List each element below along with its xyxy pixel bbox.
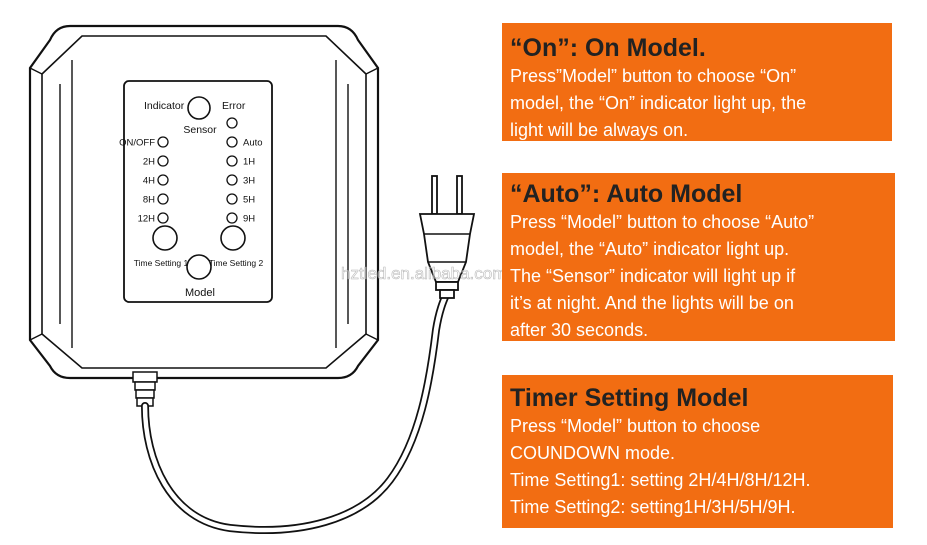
model-button[interactable] — [186, 254, 212, 280]
on-model-panel: “On”: On Model. Press”Model” button to c… — [502, 23, 892, 141]
error-label: Error — [222, 100, 246, 112]
left-indicator-led — [157, 136, 169, 148]
time-setting-1-label: Time Setting 1 — [134, 258, 189, 268]
left-indicator-label: 8H — [143, 195, 155, 206]
left-indicator-label: 4H — [143, 176, 155, 187]
right-indicator-label: Auto — [243, 138, 263, 149]
left-indicator-led — [157, 174, 169, 186]
timer-setting-title: Timer Setting Model — [510, 384, 749, 412]
timer-setting-text-line: COUNDOWN mode. — [510, 443, 676, 463]
left-indicator-label: 12H — [138, 214, 156, 225]
timer-setting-text-line: Time Setting1: setting 2H/4H/8H/12H. — [510, 470, 811, 490]
right-indicator-label: 5H — [243, 195, 255, 206]
time-setting-1-button[interactable] — [152, 225, 178, 251]
model-label: Model — [185, 287, 215, 299]
right-indicator-label: 1H — [243, 157, 255, 168]
on-model-title: “On”: On Model. — [510, 34, 706, 62]
right-indicator-label: 9H — [243, 214, 255, 225]
timer-setting-panel: Timer Setting Model Press “Model” button… — [502, 375, 893, 528]
right-indicator-label: 3H — [243, 176, 255, 187]
left-indicator-led — [157, 212, 169, 224]
right-indicator-led — [226, 212, 238, 224]
auto-model-panel: “Auto”: Auto Model Press “Model” button … — [502, 173, 895, 341]
left-indicator-led — [157, 193, 169, 205]
time-setting-2-button[interactable] — [220, 225, 246, 251]
timer-setting-text-line: Time Setting2: setting1H/3H/5H/9H. — [510, 497, 796, 517]
auto-model-text-line: after 30 seconds. — [510, 320, 649, 340]
indicator-label: Indicator — [144, 100, 185, 112]
on-model-text-line: Press”Model” button to choose “On” — [510, 66, 797, 86]
error-led — [226, 117, 238, 129]
right-indicator-led — [226, 193, 238, 205]
left-indicator-led — [157, 155, 169, 167]
time-setting-2-label: Time Setting 2 — [209, 258, 264, 268]
auto-model-text-line: model, the “Auto” indicator light up. — [510, 239, 790, 259]
sensor-icon — [187, 96, 211, 120]
right-indicator-led — [226, 136, 238, 148]
on-model-text-line: light will be always on. — [510, 120, 689, 140]
watermark: hztled.en.alibaba.com — [341, 264, 506, 283]
right-indicator-led — [226, 174, 238, 186]
left-indicator-label: ON/OFF — [119, 138, 155, 149]
sensor-label: Sensor — [183, 124, 217, 136]
auto-model-text-line: it’s at night. And the lights will be on — [510, 293, 794, 313]
cord-strain-relief — [132, 371, 158, 407]
power-plug — [418, 175, 476, 299]
left-indicator-label: 2H — [143, 157, 155, 168]
auto-model-title: “Auto”: Auto Model — [510, 180, 743, 208]
right-indicator-led — [226, 155, 238, 167]
auto-model-text-line: The “Sensor” indicator will light up if — [510, 266, 796, 286]
timer-setting-text-line: Press “Model” button to choose — [510, 416, 761, 436]
on-model-text-line: model, the “On” indicator light up, the — [510, 93, 807, 113]
auto-model-text-line: Press “Model” button to choose “Auto” — [510, 212, 815, 232]
